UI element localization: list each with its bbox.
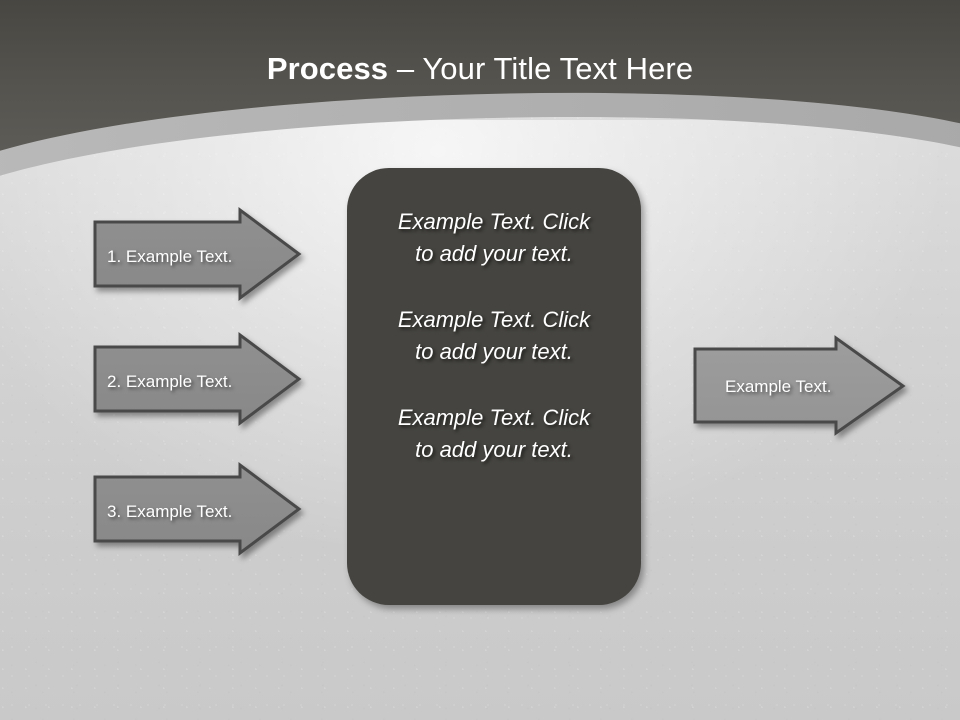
step-arrow-2[interactable]: 2. Example Text. — [90, 332, 305, 428]
title-strong: Process — [266, 51, 389, 86]
page-title: Process – Your Title Text Here — [0, 49, 960, 89]
step-arrow-3-label: 3. Example Text. — [107, 502, 233, 521]
center-content-box[interactable]: Example Text. Click to add your text. Ex… — [347, 168, 641, 605]
center-text-block-3[interactable]: Example Text. Click to add your text. — [397, 405, 591, 462]
output-arrow[interactable]: Example Text. — [690, 335, 910, 438]
center-text-block-2[interactable]: Example Text. Click to add your text. — [397, 307, 591, 364]
step-arrow-2-label: 2. Example Text. — [107, 372, 233, 391]
title-rest: – Your Title Text Here — [388, 51, 694, 86]
output-arrow-label: Example Text. — [725, 377, 832, 396]
header-band — [0, 0, 960, 200]
step-arrow-3[interactable]: 3. Example Text. — [90, 462, 305, 558]
step-arrow-1[interactable]: 1. Example Text. — [90, 207, 305, 303]
step-arrow-1-label: 1. Example Text. — [107, 247, 233, 266]
center-text-block-1[interactable]: Example Text. Click to add your text. — [397, 209, 591, 266]
